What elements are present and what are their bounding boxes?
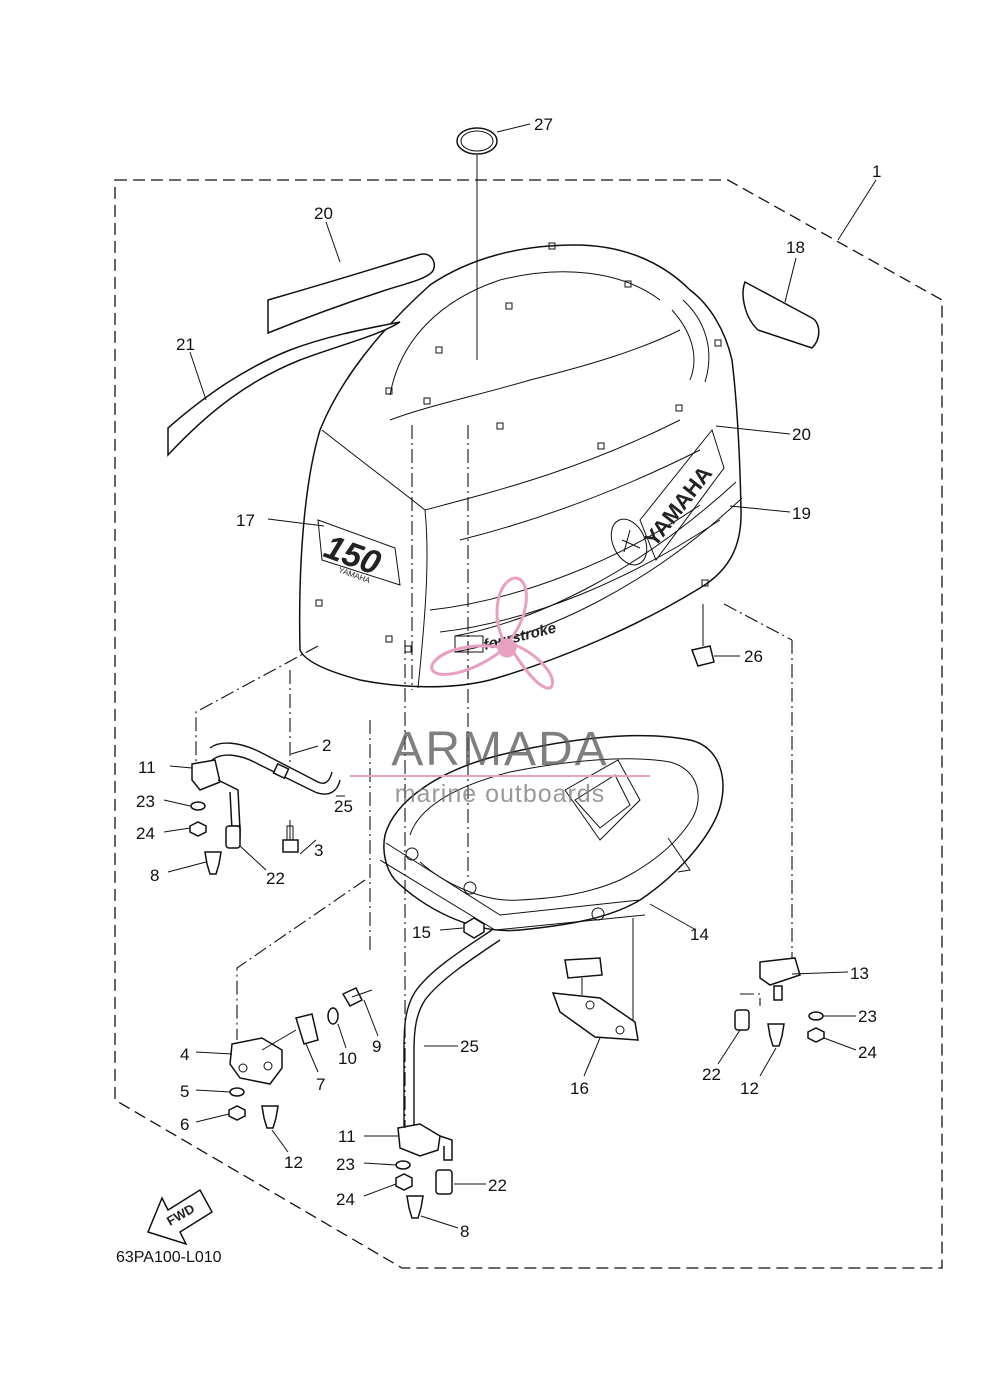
callout-2: 2 xyxy=(322,736,331,755)
callout-21: 21 xyxy=(176,335,195,354)
callout-13: 13 xyxy=(850,964,869,983)
callout-24-lower: 24 xyxy=(336,1190,355,1209)
callout-20-side: 20 xyxy=(792,425,811,444)
callout-8-upper: 8 xyxy=(150,866,159,885)
part-10-washer[interactable] xyxy=(327,1007,339,1025)
callout-7: 7 xyxy=(316,1075,325,1094)
callout-22-upper: 22 xyxy=(266,869,285,888)
callout-4: 4 xyxy=(180,1045,189,1064)
callout-14: 14 xyxy=(690,925,709,944)
callout-25-lower: 25 xyxy=(460,1037,479,1056)
callout-17: 17 xyxy=(236,511,255,530)
top-cowling[interactable] xyxy=(298,242,742,689)
part-3-grommet[interactable] xyxy=(282,839,299,853)
leader-lines xyxy=(163,123,877,1229)
callout-12-left: 12 xyxy=(284,1153,303,1172)
part-11-bracket-lower[interactable] xyxy=(397,1123,453,1161)
assembly-boundary xyxy=(114,179,943,1269)
part-24-nut-right[interactable] xyxy=(807,1027,825,1043)
part-12-mount-right[interactable] xyxy=(767,1023,785,1047)
callout-27: 27 xyxy=(534,115,553,134)
part-16-bracket[interactable] xyxy=(551,918,639,1041)
callout-22-right: 22 xyxy=(702,1065,721,1084)
callout-16: 16 xyxy=(570,1079,589,1098)
callout-23-upper: 23 xyxy=(136,792,155,811)
callout-5: 5 xyxy=(180,1082,189,1101)
watermark-subtitle: marine outboards xyxy=(395,780,606,808)
part-6-nut[interactable] xyxy=(228,1105,246,1121)
part-22-spacer-upper[interactable] xyxy=(225,825,241,849)
callout-10: 10 xyxy=(338,1049,357,1068)
watermark: ARMADA marine outboards xyxy=(350,576,650,808)
diagram-code: 63PA100-L010 xyxy=(116,1249,222,1266)
callout-labels: 27 1 20 18 21 20 19 17 26 2 11 23 24 3 2… xyxy=(136,115,881,1241)
propeller-logo-icon xyxy=(430,576,554,690)
part-20-top-stripe[interactable] xyxy=(267,253,436,335)
callout-23-right: 23 xyxy=(858,1007,877,1026)
callout-6: 6 xyxy=(180,1115,189,1134)
part-27-sticker[interactable] xyxy=(456,127,498,155)
part-15-nut[interactable] xyxy=(463,917,485,939)
callout-22-lower: 22 xyxy=(488,1176,507,1195)
callout-26: 26 xyxy=(744,647,763,666)
callout-9: 9 xyxy=(372,1037,381,1056)
callout-3: 3 xyxy=(314,841,323,860)
part-9-bolt[interactable] xyxy=(341,987,373,1007)
part-25-hose-lower[interactable] xyxy=(413,939,501,1126)
part-4-bracket[interactable] xyxy=(229,1037,283,1085)
part-7-plate[interactable] xyxy=(295,1013,319,1045)
part-26-clip[interactable] xyxy=(690,645,715,667)
part-5-washer[interactable] xyxy=(229,1087,245,1097)
callout-1: 1 xyxy=(872,162,881,181)
part-13-bracket[interactable] xyxy=(723,603,801,1001)
callout-15: 15 xyxy=(412,923,431,942)
part-23-washer-lower[interactable] xyxy=(395,1160,411,1170)
part-14-tray[interactable] xyxy=(379,734,724,932)
callout-20-top: 20 xyxy=(314,204,333,223)
callout-12-right: 12 xyxy=(740,1079,759,1098)
part-8-mount-lower[interactable] xyxy=(406,1195,424,1219)
fwd-arrow-icon: FWD xyxy=(146,1188,213,1246)
part-12-mount-left[interactable] xyxy=(261,1105,279,1129)
callout-11-lower: 11 xyxy=(338,1127,356,1146)
callout-23-lower: 23 xyxy=(336,1155,355,1174)
part-23-washer-upper[interactable] xyxy=(190,801,206,811)
callout-24-upper: 24 xyxy=(136,824,155,843)
part-25-hose-upper[interactable] xyxy=(209,742,333,784)
part-24-nut-lower[interactable] xyxy=(395,1173,413,1191)
callout-11-upper: 11 xyxy=(138,758,156,777)
callout-18: 18 xyxy=(786,238,805,257)
part-18-decal[interactable] xyxy=(742,280,820,349)
watermark-title: ARMADA xyxy=(391,723,608,776)
part-22-spacer-right[interactable] xyxy=(734,1009,750,1031)
callout-25-upper: 25 xyxy=(334,797,353,816)
part-22-spacer-lower[interactable] xyxy=(435,1169,453,1195)
callout-19: 19 xyxy=(792,504,811,523)
part-2-clamp[interactable] xyxy=(272,762,290,780)
callout-24-right: 24 xyxy=(858,1043,877,1062)
part-23-washer-right[interactable] xyxy=(808,1011,824,1021)
part-8-mount-upper[interactable] xyxy=(204,851,222,875)
part-24-nut-upper[interactable] xyxy=(189,821,207,837)
callout-8-lower: 8 xyxy=(460,1222,469,1241)
part-21-stripe[interactable] xyxy=(167,321,401,457)
